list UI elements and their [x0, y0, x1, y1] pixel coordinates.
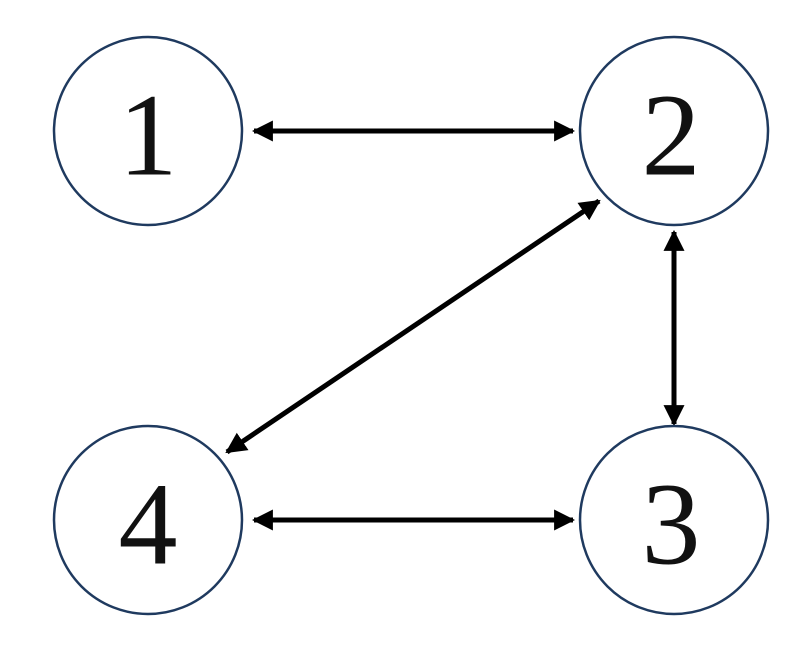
node-3-label: 3: [642, 459, 701, 590]
node-2-circle: [578, 35, 770, 227]
node-4: 4: [52, 424, 244, 616]
node-4-circle: [52, 424, 244, 616]
node-2: 2: [578, 35, 770, 227]
node-2-label: 2: [642, 70, 701, 201]
node-3-circle: [578, 424, 770, 616]
node-1-circle: [52, 35, 244, 227]
edge-2-4: [225, 198, 601, 455]
node-1: 1: [52, 35, 244, 227]
node-1-label: 1: [119, 70, 178, 201]
node-4-label: 4: [119, 459, 178, 590]
node-3: 3: [578, 424, 770, 616]
